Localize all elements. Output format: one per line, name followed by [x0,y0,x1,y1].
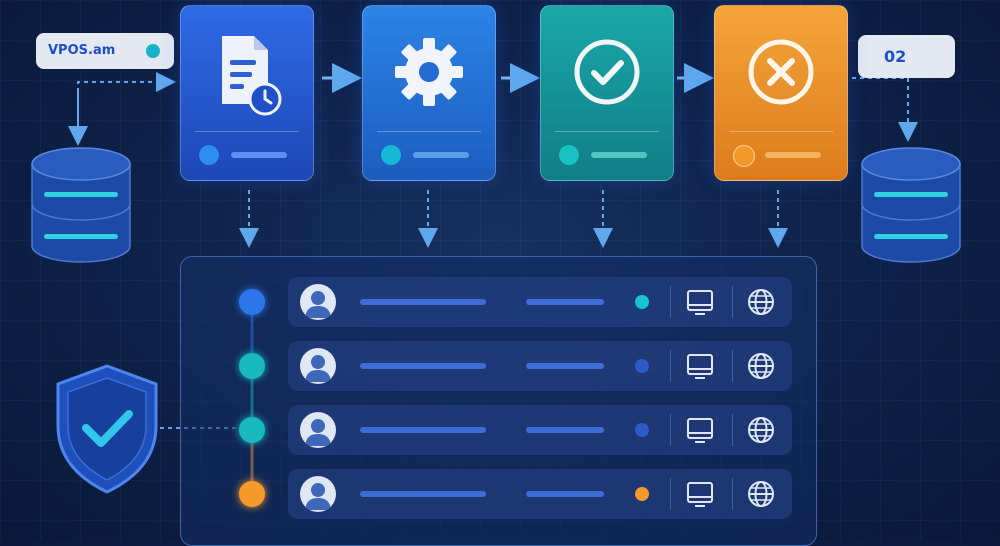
record-primary-bar [360,299,486,305]
record-primary-bar [360,427,486,433]
record-secondary-bar [526,363,604,369]
card-status-dot [381,145,401,165]
timeline-node [239,481,265,507]
x-circle-icon [748,39,814,105]
row-divider [670,286,671,318]
timeline-node [239,289,265,315]
row-divider [670,414,671,446]
row-divider [732,350,733,382]
database-left-icon [31,147,131,263]
record-secondary-bar [526,491,604,497]
row-divider [670,478,671,510]
user-icon [300,284,336,320]
user-icon [300,348,336,384]
step-label-text: 02 [884,47,907,66]
card-status-dot [199,145,219,165]
card-status-bar [231,152,287,158]
monitor-icon[interactable] [686,352,714,380]
user-icon [300,476,336,512]
record-primary-bar [360,491,486,497]
monitor-icon[interactable] [686,416,714,444]
record-status-dot [635,359,649,373]
workflow-card-rejected[interactable] [714,5,848,181]
card-divider [729,131,833,132]
record-secondary-bar [526,427,604,433]
record-secondary-bar [526,299,604,305]
record-row[interactable] [288,469,792,519]
record-status-dot [635,423,649,437]
record-row[interactable] [288,405,792,455]
timeline-node [239,353,265,379]
card-status-dot [733,145,755,167]
arrow-source-to-card [77,72,176,124]
card-divider [195,131,299,132]
row-divider [732,414,733,446]
monitor-icon[interactable] [686,288,714,316]
row-divider [732,478,733,510]
record-row[interactable] [288,341,792,391]
step-label: 02 [858,35,955,78]
check-circle-icon [574,39,640,105]
workflow-card-process[interactable] [362,5,496,181]
user-icon [300,412,336,448]
card-status-bar [765,152,821,158]
record-status-dot [635,487,649,501]
source-status-dot [146,44,160,58]
card-status-dot [559,145,579,165]
record-primary-bar [360,363,486,369]
card-status-bar [591,152,647,158]
record-row[interactable] [288,277,792,327]
source-label: VPOS.am [36,33,174,69]
gear-icon [395,38,463,106]
workflow-card-approved[interactable] [540,5,674,181]
row-divider [670,350,671,382]
row-divider [732,286,733,318]
database-right-icon [861,147,961,263]
workflow-card-document[interactable] [180,5,314,181]
arrow-card4-to-step [852,77,918,142]
timeline-node [239,417,265,443]
record-status-dot [635,295,649,309]
globe-icon[interactable] [747,416,775,444]
monitor-icon[interactable] [686,480,714,508]
globe-icon[interactable] [747,352,775,380]
globe-icon[interactable] [747,288,775,316]
shield-check-icon [56,364,158,494]
source-label-text: VPOS.am [48,43,116,58]
globe-icon[interactable] [747,480,775,508]
card-status-bar [413,152,469,158]
card-divider [377,131,481,132]
card-divider [555,131,659,132]
document-clock-icon [222,36,282,116]
